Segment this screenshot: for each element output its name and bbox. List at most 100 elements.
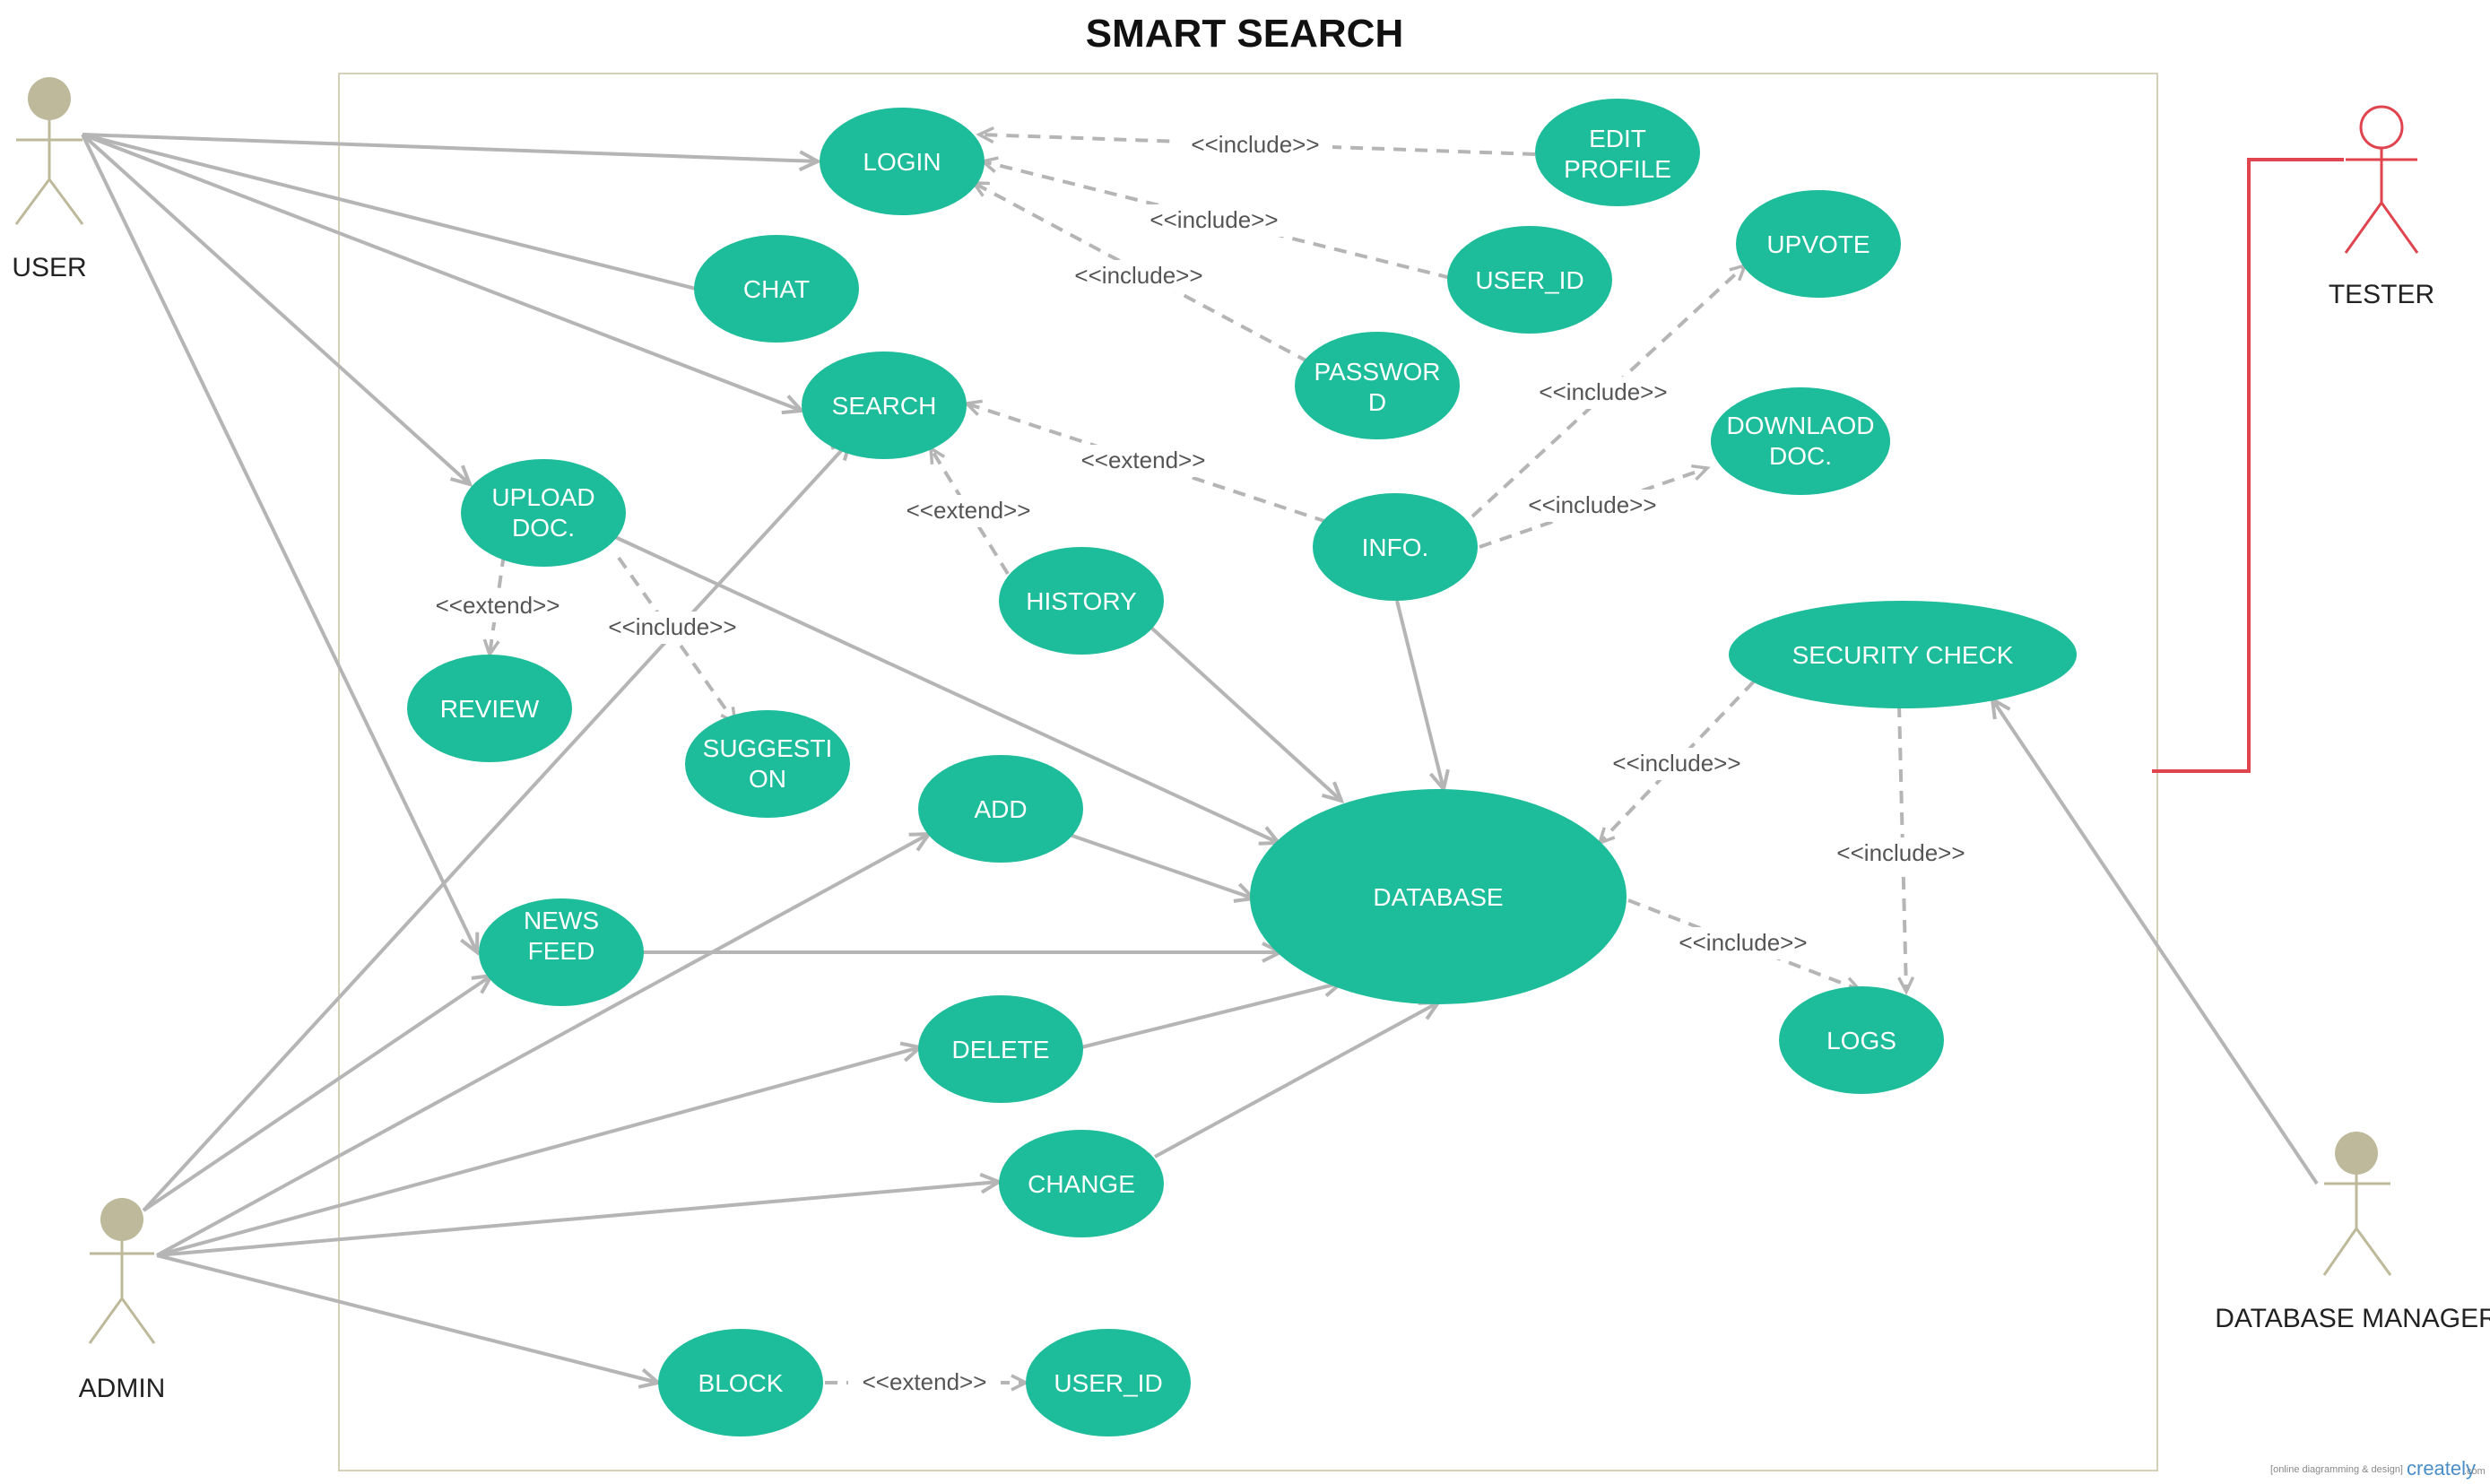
label-bg [1137, 204, 1291, 237]
usecase-info[interactable]: INFO. [1313, 493, 1478, 601]
person-icon [2322, 1132, 2392, 1276]
svg-text:HISTORY: HISTORY [1026, 587, 1137, 615]
actor-database-manager[interactable]: DATABASE MANAGER [2215, 1132, 2490, 1333]
edit-profile-login-dash [976, 126, 1536, 156]
person-icon [2344, 105, 2419, 254]
info-search-label: <<extend>> [1081, 447, 1206, 473]
usecase-chat[interactable]: CHAT [694, 235, 859, 343]
svg-text:LOGS: LOGS [1826, 1027, 1896, 1054]
admin-search-line [142, 441, 850, 1212]
history-search-label: <<extend>> [907, 497, 1031, 524]
user-newsfeed-line [81, 134, 477, 952]
password-login-label: <<include>> [1074, 262, 1202, 289]
usecase-change[interactable]: CHANGE [999, 1130, 1164, 1237]
user-login-line [82, 133, 818, 161]
brand-watermark: [online diagramming & design] creately .… [2270, 1457, 2486, 1480]
usecase-login[interactable]: LOGIN [820, 108, 985, 215]
dbmanager-security-line [1992, 699, 2319, 1185]
info-download-label: <<include>> [1528, 491, 1656, 518]
actor-tester[interactable]: TESTER [2329, 105, 2434, 309]
svg-text:USER_ID: USER_ID [1475, 266, 1583, 294]
upload-suggestion-dash [617, 556, 738, 726]
user-upload-line [81, 133, 470, 484]
relationship-labels: <<include>> <<include>> <<include>> <<ex… [421, 129, 1978, 1399]
brand-logo: creately [2407, 1457, 2476, 1480]
upload-suggestion-label: <<include>> [608, 613, 736, 640]
info-upvote-dash [1471, 263, 1748, 518]
label-bg [1062, 260, 1216, 292]
actor-user[interactable]: USER [12, 77, 87, 282]
label-bg [848, 1367, 1001, 1399]
usecase-database[interactable]: DATABASE [1250, 789, 1627, 1004]
label-bg [1666, 927, 1820, 959]
upload-review-label: <<extend>> [436, 592, 560, 619]
label-bg [595, 612, 750, 644]
usecase-review[interactable]: REVIEW [407, 655, 572, 762]
label-bg [893, 495, 1044, 527]
label-bg [1824, 837, 1978, 870]
svg-text:USER_ID: USER_ID [1054, 1369, 1162, 1397]
usecase-add[interactable]: ADD [918, 755, 1083, 863]
user-chat-line [82, 133, 697, 291]
user-id-login-label: <<include>> [1150, 206, 1278, 233]
brand-tagline: [online diagramming & design] [2270, 1464, 2403, 1475]
tester-connector [2152, 158, 2344, 773]
admin-block-line [156, 1254, 658, 1383]
brand-suffix: .com [2464, 1466, 2486, 1477]
database-logs-label: <<include>> [1679, 929, 1807, 956]
label-bg [421, 590, 574, 622]
actor-database-manager-label: DATABASE MANAGER [2215, 1304, 2490, 1333]
person-icon [88, 1198, 156, 1344]
usecase-delete[interactable]: DELETE [918, 995, 1083, 1103]
block-userid-label: <<extend>> [863, 1368, 987, 1395]
change-database-line [1154, 1002, 1438, 1159]
system-boundary [338, 73, 2158, 1471]
usecase-user-id-top[interactable]: USER_ID [1447, 226, 1612, 334]
edit-profile-login-label: <<include>> [1191, 131, 1319, 158]
svg-text:UPVOTE: UPVOTE [1766, 230, 1870, 258]
label-bg [1515, 490, 1670, 522]
usecase-search[interactable]: SEARCH [802, 351, 967, 459]
svg-text:REVIEW: REVIEW [440, 695, 540, 723]
svg-text:DELETE: DELETE [952, 1036, 1050, 1063]
delete-database-line [1080, 983, 1341, 1049]
history-database-line [1150, 626, 1341, 801]
label-bg [1600, 748, 1754, 780]
label-bg [1067, 445, 1219, 477]
usecase-upvote[interactable]: UPVOTE [1736, 190, 1901, 298]
label-bg [1526, 377, 1680, 409]
actor-admin-label: ADMIN [79, 1374, 166, 1403]
actor-tester-label: TESTER [2329, 280, 2434, 309]
svg-text:INFO.: INFO. [1362, 534, 1429, 561]
associations [81, 133, 2319, 1383]
svg-text:SECURITY CHECK: SECURITY CHECK [1792, 641, 2014, 669]
admin-add-line [156, 834, 929, 1257]
usecase-user-id-bottom[interactable]: USER_ID [1026, 1329, 1191, 1436]
usecase-history[interactable]: HISTORY [999, 547, 1164, 655]
svg-text:LOGIN: LOGIN [863, 148, 941, 176]
usecase-logs[interactable]: LOGS [1779, 986, 1944, 1094]
admin-change-line [156, 1182, 999, 1257]
svg-text:ADD: ADD [974, 795, 1027, 823]
admin-newsfeed-line [142, 976, 491, 1212]
admin-delete-line [156, 1047, 920, 1257]
usecase-block[interactable]: BLOCK [658, 1329, 823, 1436]
info-download-dash [1479, 464, 1711, 549]
actor-admin[interactable]: ADMIN [79, 1198, 166, 1403]
usecase-security-check[interactable]: SECURITY CHECK [1729, 601, 2077, 708]
person-icon [14, 77, 84, 225]
svg-text:CHAT: CHAT [743, 275, 810, 303]
